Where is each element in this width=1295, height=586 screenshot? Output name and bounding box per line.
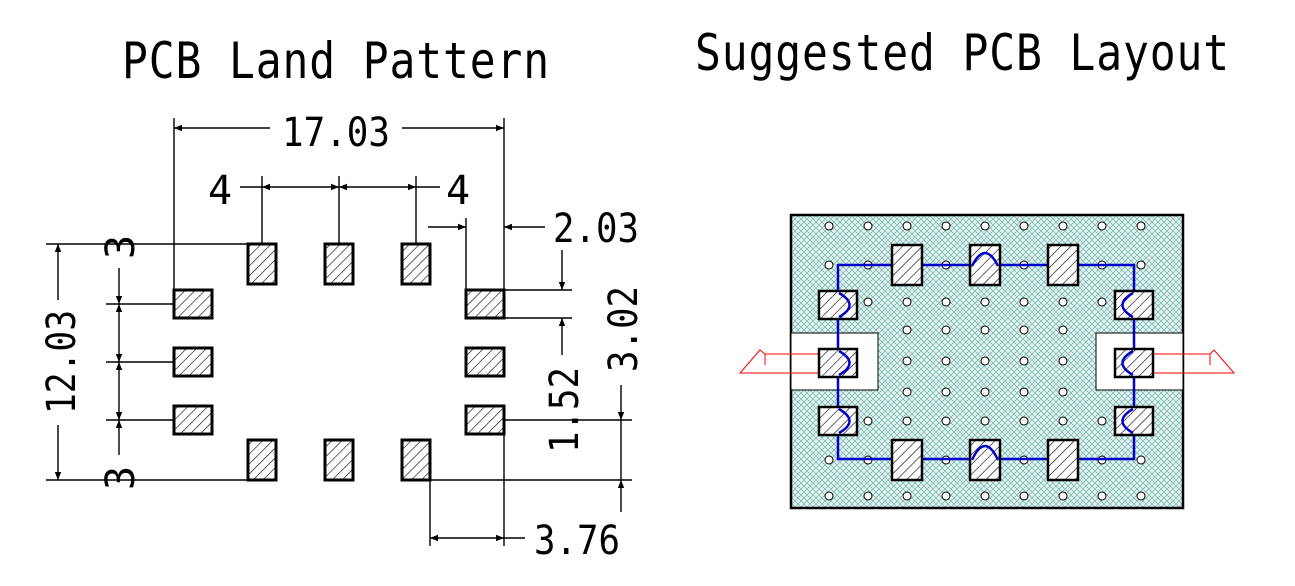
pad-left-3 bbox=[172, 404, 214, 436]
via-hole bbox=[1058, 356, 1068, 366]
via-hole bbox=[1019, 491, 1029, 501]
dim-row-pitch-top: 3 bbox=[98, 235, 144, 259]
via-hole bbox=[1058, 297, 1068, 307]
dim-overall-width: 17.03 bbox=[282, 110, 390, 156]
pad-bottom-1 bbox=[246, 438, 278, 482]
dim-edge-offset: 2.03 bbox=[553, 206, 639, 252]
via-hole bbox=[1058, 221, 1068, 231]
pad-top-3 bbox=[400, 242, 432, 286]
dim-pitch-right: 4 bbox=[446, 168, 470, 214]
via-hole bbox=[902, 297, 912, 307]
via-hole bbox=[1019, 221, 1029, 231]
land-pattern-drawing: 17.03 4 4 2.03 3.76 12.03 3 3 1.52 3.02 bbox=[39, 110, 647, 564]
via-hole bbox=[980, 356, 990, 366]
via-hole bbox=[824, 221, 834, 231]
layout-pad-top-1 bbox=[890, 243, 924, 287]
pad-top-2 bbox=[323, 242, 355, 286]
layout-pad-left-3 bbox=[817, 405, 859, 437]
via-hole bbox=[1019, 356, 1029, 366]
layout-pad-top-3 bbox=[1046, 243, 1080, 287]
via-hole bbox=[1097, 221, 1107, 231]
via-hole bbox=[824, 260, 834, 270]
land-pattern-title: PCB Land Pattern bbox=[122, 32, 550, 90]
via-hole bbox=[1019, 416, 1029, 426]
via-hole bbox=[902, 416, 912, 426]
via-hole bbox=[1019, 387, 1029, 397]
layout-pad-bottom-1 bbox=[890, 438, 924, 482]
via-hole bbox=[902, 325, 912, 335]
dimension-lines bbox=[46, 118, 632, 546]
signal-lines bbox=[738, 349, 1236, 374]
via-hole bbox=[980, 491, 990, 501]
dim-bottom-offset: 3.76 bbox=[534, 518, 620, 564]
suggested-layout-title: Suggested PCB Layout bbox=[695, 24, 1230, 82]
pad-bottom-3 bbox=[400, 438, 432, 482]
dim-row-pitch-bottom: 3 bbox=[98, 466, 144, 490]
dim-pitch-left: 4 bbox=[208, 168, 232, 214]
via-hole bbox=[1097, 297, 1107, 307]
via-hole bbox=[980, 416, 990, 426]
layout-pad-right-1 bbox=[1113, 289, 1155, 321]
pad-top-1 bbox=[246, 242, 278, 286]
via-hole bbox=[902, 356, 912, 366]
via-hole bbox=[863, 297, 873, 307]
via-hole bbox=[863, 416, 873, 426]
via-hole bbox=[1136, 455, 1146, 465]
pad-right-2 bbox=[464, 346, 506, 378]
via-hole bbox=[941, 387, 951, 397]
pad-right-3 bbox=[464, 404, 506, 436]
via-hole bbox=[902, 387, 912, 397]
layout-pad-left-2 bbox=[817, 347, 859, 379]
via-hole bbox=[941, 325, 951, 335]
via-hole bbox=[980, 387, 990, 397]
via-holes bbox=[824, 221, 1146, 501]
via-hole bbox=[1097, 416, 1107, 426]
via-hole bbox=[1019, 297, 1029, 307]
via-hole bbox=[1097, 491, 1107, 501]
via-hole bbox=[1136, 491, 1146, 501]
pad-bottom-2 bbox=[323, 438, 355, 482]
via-hole bbox=[1136, 221, 1146, 231]
land-pads bbox=[172, 242, 506, 482]
via-hole bbox=[1058, 416, 1068, 426]
dim-pad-width: 1.52 bbox=[542, 367, 588, 453]
layout-pad-right-2 bbox=[1113, 347, 1155, 379]
dim-overall-height: 12.03 bbox=[39, 310, 85, 414]
layout-pad-left-1 bbox=[817, 289, 859, 321]
via-hole bbox=[902, 221, 912, 231]
via-hole bbox=[941, 297, 951, 307]
via-hole bbox=[980, 297, 990, 307]
via-hole bbox=[980, 325, 990, 335]
via-hole bbox=[1058, 325, 1068, 335]
via-hole bbox=[863, 491, 873, 501]
dim-pad-height: 3.02 bbox=[601, 286, 647, 372]
via-hole bbox=[941, 491, 951, 501]
via-hole bbox=[1058, 491, 1068, 501]
suggested-layout-drawing bbox=[738, 213, 1236, 510]
via-hole bbox=[980, 221, 990, 231]
pad-left-1 bbox=[172, 288, 214, 320]
pad-left-2 bbox=[172, 346, 214, 378]
via-hole bbox=[941, 221, 951, 231]
via-hole bbox=[863, 221, 873, 231]
via-hole bbox=[902, 491, 912, 501]
layout-pad-bottom-3 bbox=[1046, 438, 1080, 482]
via-hole bbox=[824, 491, 834, 501]
layout-pad-right-3 bbox=[1113, 405, 1155, 437]
via-hole bbox=[1136, 260, 1146, 270]
layout-pad-top-2 bbox=[968, 243, 1002, 287]
via-hole bbox=[1019, 325, 1029, 335]
via-hole bbox=[941, 356, 951, 366]
via-hole bbox=[1058, 387, 1068, 397]
trace-bumps bbox=[838, 251, 1134, 461]
via-hole bbox=[824, 455, 834, 465]
pad-right-1 bbox=[464, 288, 506, 320]
via-hole bbox=[941, 416, 951, 426]
